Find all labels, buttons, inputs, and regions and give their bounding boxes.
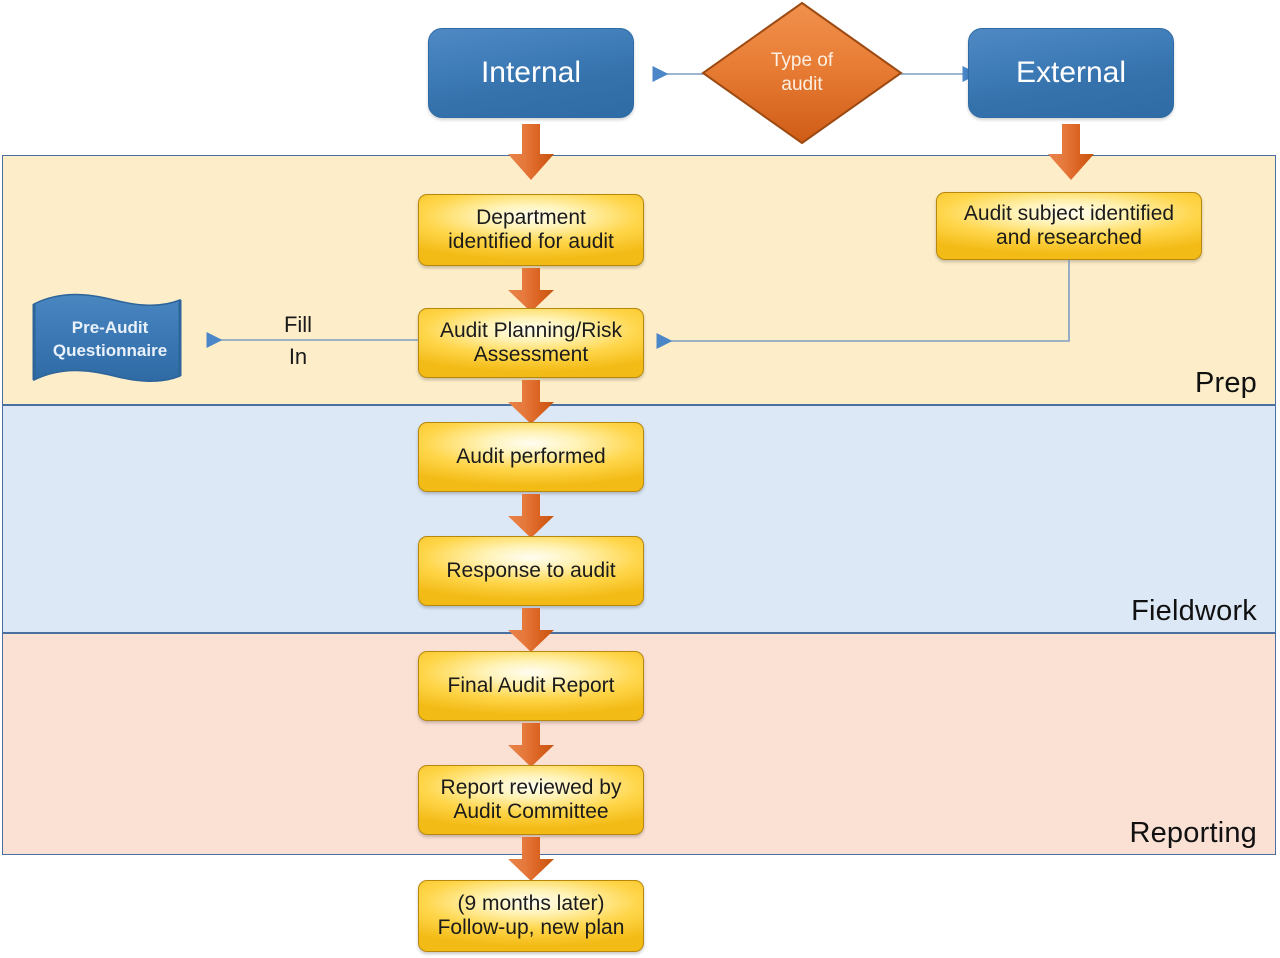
block-arrow-external-to-audit-subject xyxy=(1048,124,1094,180)
swimlane-label-fieldwork: Fieldwork xyxy=(1131,595,1257,627)
connector-planning-to-questionnaire xyxy=(206,332,418,348)
node-internal-label: Internal xyxy=(480,56,582,90)
node-report-reviewed-line2: Audit Committee xyxy=(453,800,609,823)
node-followup-new-plan[interactable]: (9 months later) Follow-up, new plan xyxy=(418,880,644,952)
node-department-identified-line1: Department xyxy=(476,206,586,230)
swimlane-label-prep: Prep xyxy=(1194,367,1257,399)
node-audit-subject-line1: Audit subject identified xyxy=(963,202,1175,226)
node-audit-planning-line1: Audit Planning/Risk xyxy=(439,319,623,343)
node-report-reviewed-by-audit-committee[interactable]: Report reviewed by Audit Committee xyxy=(418,765,644,835)
node-report-reviewed-label: Report reviewed by Audit Committee xyxy=(435,776,628,823)
node-external[interactable]: External xyxy=(968,28,1174,118)
block-arrow-final-report-to-review xyxy=(508,723,554,767)
connector-audit-subject-to-planning xyxy=(656,260,1070,349)
node-final-audit-report[interactable]: Final Audit Report xyxy=(418,651,644,721)
edge-label-in: In xyxy=(288,344,308,369)
node-external-label: External xyxy=(1015,56,1127,90)
block-arrow-department-to-planning xyxy=(508,268,554,312)
node-audit-planning-label: Audit Planning/Risk Assessment xyxy=(434,319,628,366)
node-audit-performed[interactable]: Audit performed xyxy=(418,422,644,492)
node-audit-performed-label: Audit performed xyxy=(456,445,606,469)
flag-shape xyxy=(32,293,182,383)
block-arrow-review-to-followup xyxy=(508,837,554,881)
node-audit-planning-risk-assessment[interactable]: Audit Planning/Risk Assessment xyxy=(418,308,644,378)
node-department-identified[interactable]: Department identified for audit xyxy=(418,194,644,266)
node-department-identified-label: Department identified for audit xyxy=(442,206,620,253)
node-internal[interactable]: Internal xyxy=(428,28,634,118)
node-audit-planning-line2: Assessment xyxy=(473,343,589,366)
block-arrow-audit-performed-to-response xyxy=(508,494,554,538)
node-audit-subject-line2: and researched xyxy=(996,226,1142,249)
swimlane-label-reporting: Reporting xyxy=(1129,817,1257,849)
node-type-of-audit[interactable]: Type of audit xyxy=(700,0,904,146)
edge-label-fill: Fill xyxy=(283,312,313,337)
node-report-reviewed-line1: Report reviewed by xyxy=(440,776,622,800)
block-arrow-planning-to-audit-performed xyxy=(508,380,554,424)
node-audit-subject-identified[interactable]: Audit subject identified and researched xyxy=(936,192,1202,260)
node-audit-subject-identified-label: Audit subject identified and researched xyxy=(958,202,1180,249)
node-department-identified-line2: identified for audit xyxy=(448,230,614,253)
node-response-to-audit-label: Response to audit xyxy=(446,559,616,583)
node-final-audit-report-label: Final Audit Report xyxy=(447,674,615,698)
block-arrow-response-to-final-report xyxy=(508,608,554,652)
node-followup-line1: (9 months later) xyxy=(457,892,605,916)
node-pre-audit-questionnaire[interactable]: Pre-Audit Questionnaire xyxy=(28,292,186,388)
node-response-to-audit[interactable]: Response to audit xyxy=(418,536,644,606)
block-arrow-internal-to-department xyxy=(508,124,554,180)
diamond-shape xyxy=(701,1,903,145)
node-followup-line2: Follow-up, new plan xyxy=(437,916,625,939)
node-followup-label: (9 months later) Follow-up, new plan xyxy=(432,892,631,939)
